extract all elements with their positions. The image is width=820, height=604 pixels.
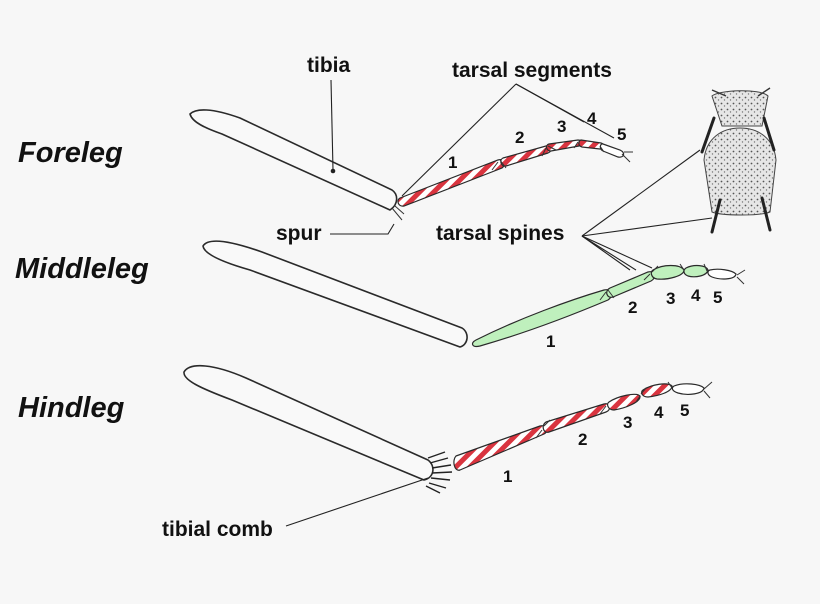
middleleg-title: Middleleg bbox=[15, 253, 149, 285]
spur-label: spur bbox=[276, 222, 322, 245]
foreleg-tarsal-segment-3 bbox=[545, 139, 583, 152]
foreleg-tibia bbox=[189, 109, 398, 211]
tibial-comb-leader bbox=[285, 477, 429, 527]
foreleg-tarsal-segment-5 bbox=[599, 143, 625, 158]
foreleg-title: Foreleg bbox=[18, 137, 123, 169]
hindleg-tarsal-segment-3 bbox=[607, 393, 641, 411]
foreleg-segment-2-number: 2 bbox=[515, 128, 524, 147]
spine-detail-icon bbox=[700, 87, 777, 234]
hindleg-tibia bbox=[183, 364, 434, 481]
foreleg-claws bbox=[621, 151, 633, 163]
leader-lines bbox=[285, 79, 713, 527]
middleleg-tarsal-segment-2 bbox=[606, 271, 656, 298]
middleleg-segment-3-number: 3 bbox=[666, 289, 675, 308]
spur-leader bbox=[330, 223, 395, 235]
tarsal-spines-label: tarsal spines bbox=[436, 222, 564, 245]
hindleg-tarsal-segment-5 bbox=[671, 383, 705, 395]
foreleg-segment-3-number: 3 bbox=[557, 117, 566, 136]
middleleg-tarsal-segment-5 bbox=[707, 268, 737, 280]
middleleg-segment-2-number: 2 bbox=[628, 298, 637, 317]
hindleg-segment-2-number: 2 bbox=[578, 430, 587, 449]
middleleg: 1 2 3 4 5 bbox=[202, 240, 746, 351]
tibial-comb bbox=[425, 451, 453, 494]
middleleg-tarsal-segment-4 bbox=[683, 264, 709, 278]
hindleg-claws bbox=[703, 381, 713, 399]
hindleg: 1 2 3 4 5 bbox=[183, 364, 713, 494]
middleleg-segment-4-number: 4 bbox=[691, 286, 701, 305]
hindleg-segment-1-number: 1 bbox=[503, 467, 512, 486]
tibia-leader bbox=[330, 79, 334, 171]
foreleg: 1 2 3 4 5 bbox=[189, 109, 633, 221]
foreleg-segment-1-number: 1 bbox=[448, 153, 457, 172]
middleleg-tibia bbox=[202, 240, 468, 348]
tarsal-segments-label: tarsal segments bbox=[452, 59, 612, 82]
hindleg-title: Hindleg bbox=[18, 392, 125, 424]
middleleg-segment-5-number: 5 bbox=[713, 288, 722, 307]
tibial-comb-label: tibial comb bbox=[162, 518, 273, 541]
hindleg-segment-3-number: 3 bbox=[623, 413, 632, 432]
foreleg-segment-5-number: 5 bbox=[617, 125, 626, 144]
tibia-label: tibia bbox=[307, 54, 350, 77]
foreleg-spur bbox=[391, 205, 405, 221]
foreleg-tarsal-segment-2 bbox=[500, 145, 552, 167]
hindleg-segment-4-number: 4 bbox=[654, 403, 664, 422]
middleleg-tarsal-segment-1 bbox=[471, 289, 613, 348]
middleleg-segment-1-number: 1 bbox=[546, 332, 555, 351]
hindleg-tarsal-segment-1 bbox=[453, 425, 548, 471]
foreleg-segment-4-number: 4 bbox=[587, 109, 597, 128]
middleleg-tarsal-segment-3 bbox=[650, 264, 685, 280]
middleleg-claws bbox=[736, 269, 746, 285]
hindleg-tarsal-segment-4 bbox=[641, 383, 673, 398]
hindleg-tarsal-segment-2 bbox=[542, 403, 611, 433]
hindleg-segment-5-number: 5 bbox=[680, 401, 689, 420]
